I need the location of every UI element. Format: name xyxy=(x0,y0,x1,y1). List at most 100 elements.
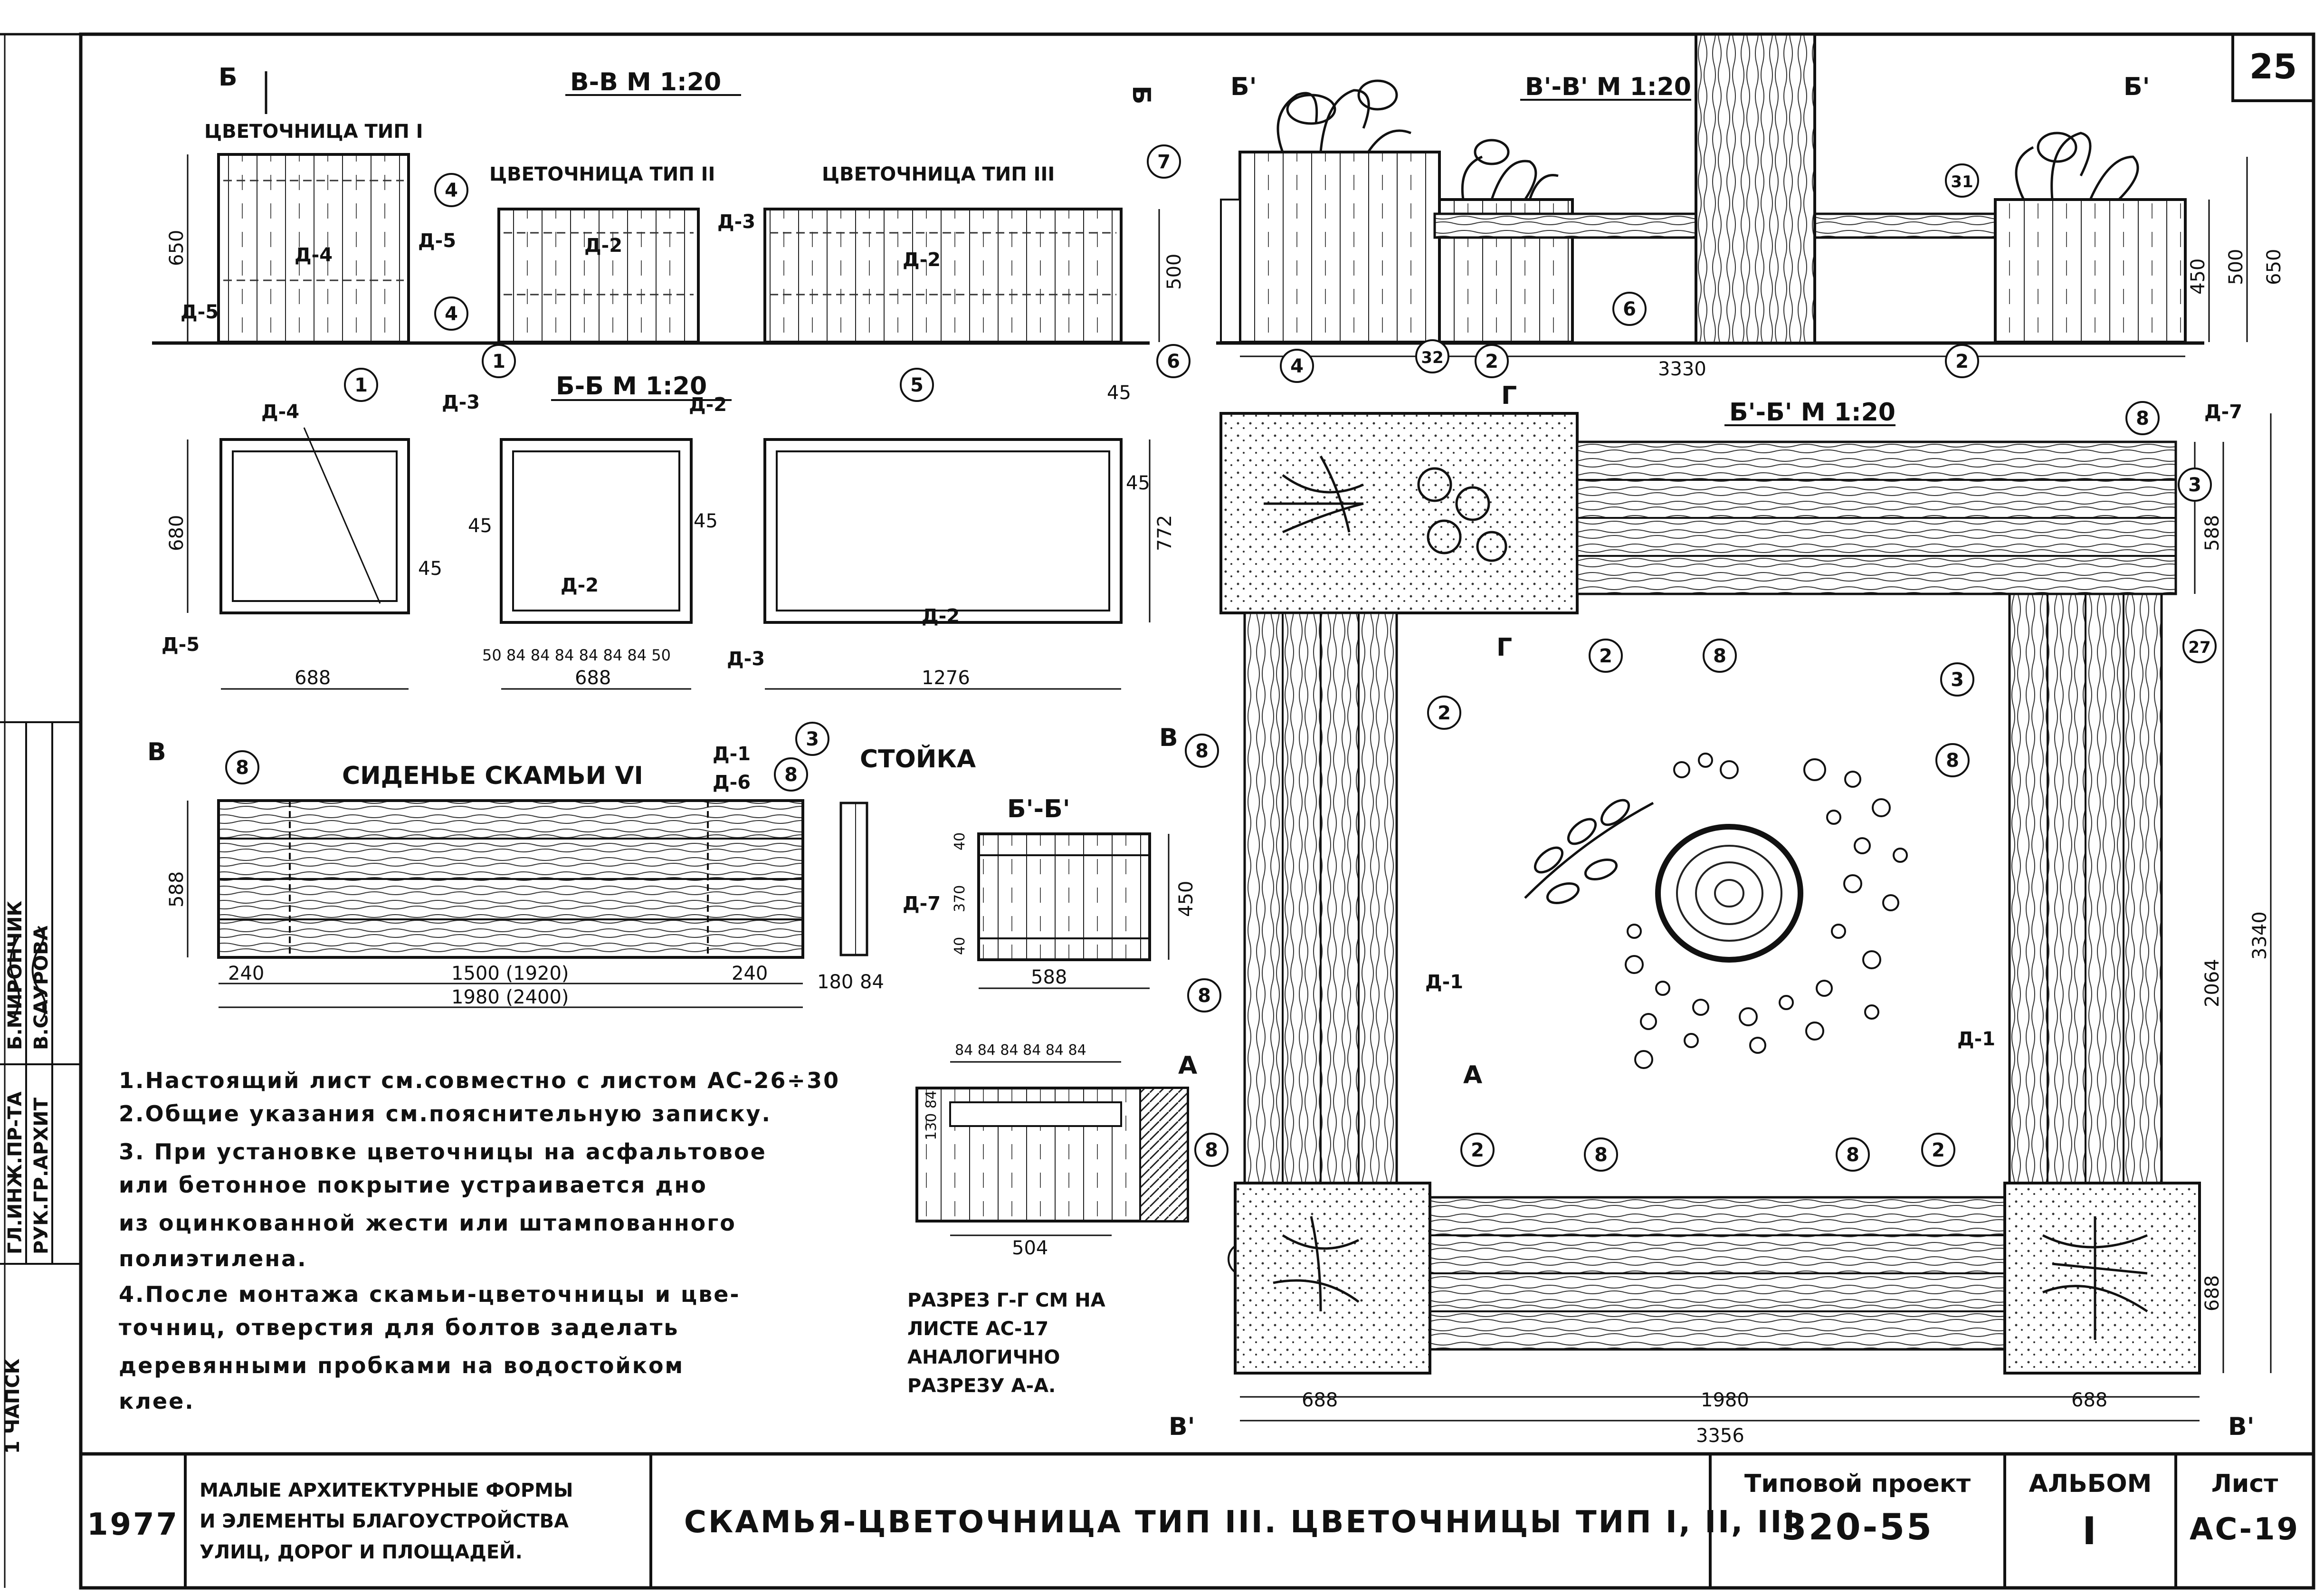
title-b1-b1: Б'-Б' М 1:20 xyxy=(1729,398,1895,427)
general-notes: 1.Настоящий лист см.совместно с листом А… xyxy=(119,1068,840,1414)
callout-5: 5 xyxy=(910,374,924,396)
dim-1980-plan: 1980 xyxy=(1701,1389,1749,1411)
side-stamp: ГЛ.ИНЖ.ПР-ТА РУК.ГР.АРХИТ Б.МИРОНЧИК В.С… xyxy=(0,34,82,1588)
callout-2-plan-c: 2 xyxy=(1471,1139,1484,1161)
section-mark-v1-right: В' xyxy=(2228,1413,2255,1441)
list-label: Лист xyxy=(2211,1470,2278,1498)
detail-d2-d: Д-2 xyxy=(561,574,599,596)
dim-588-plan: 588 xyxy=(2201,515,2223,551)
section-mark-v: В xyxy=(147,738,166,766)
callout-6-a: 6 xyxy=(1167,351,1180,372)
callout-8-post: 8 xyxy=(1198,985,1211,1007)
project-label: Типовой проект xyxy=(1744,1470,1971,1498)
callout-8-seat-a: 8 xyxy=(236,757,249,779)
org-line-3: УЛИЦ, ДОРОГ И ПЛОЩАДЕЙ. xyxy=(200,1540,523,1563)
gg-note-3: АНАЛОГИЧНО xyxy=(907,1347,1060,1368)
dim-45-a: 45 xyxy=(418,558,442,580)
title-v1-v1: В'-В' М 1:20 xyxy=(1525,73,1691,101)
note-4: или бетонное покрытие устраивается дно xyxy=(119,1172,707,1198)
detail-d5-c: Д-5 xyxy=(162,634,200,656)
detail-d2-e: Д-2 xyxy=(922,605,960,627)
dim-688-b: 688 xyxy=(575,667,611,689)
callout-8-plan-c: 8 xyxy=(1195,740,1209,762)
dim-84-post: 84 xyxy=(860,971,884,993)
dim-680: 680 xyxy=(166,515,188,551)
dim-588-seat: 588 xyxy=(166,871,188,907)
detail-d1-plan-a: Д-1 xyxy=(1425,971,1463,993)
dim-500-mid: 500 xyxy=(1163,254,1185,290)
dim-3340: 3340 xyxy=(2249,911,2271,960)
section-detail-small xyxy=(915,1061,1189,1236)
signature-2 xyxy=(31,926,47,1022)
dim-45-d: 45 xyxy=(1126,472,1150,494)
note-6: полиэтилена. xyxy=(119,1246,307,1271)
callout-7: 7 xyxy=(1157,151,1171,173)
detail-d1d6: Д-1 xyxy=(713,743,751,765)
dim-240-b: 240 xyxy=(732,963,768,984)
sections-b-b xyxy=(187,427,1151,690)
label-flower-type-1: ЦВЕТОЧНИЦА ТИП I xyxy=(204,121,423,143)
callout-8-plan-f: 8 xyxy=(1594,1144,1608,1166)
dim-688-plan-c: 688 xyxy=(2201,1275,2223,1311)
dim-240-a: 240 xyxy=(228,963,264,984)
callout-8-plan-b: 8 xyxy=(1713,645,1726,667)
section-mark-b-top-right: Б xyxy=(1127,86,1155,105)
callout-3-seat: 3 xyxy=(806,728,819,750)
post-section xyxy=(977,832,1170,989)
signature-1 xyxy=(10,935,20,1017)
section-mark-g-top: Г xyxy=(1501,382,1517,410)
callout-8-plan-d: 8 xyxy=(1946,750,1959,772)
org-line-2: И ЭЛЕМЕНТЫ БЛАГОУСТРОЙСТВА xyxy=(200,1509,569,1532)
detail-d4-b: Д-4 xyxy=(261,401,299,423)
dim-45-b: 45 xyxy=(468,515,492,537)
detail-d6: Д-6 xyxy=(713,772,751,793)
album-value: I xyxy=(2082,1509,2098,1553)
section-mark-a-left: А xyxy=(1178,1051,1197,1080)
dim-772: 772 xyxy=(1154,515,1176,551)
note-2: 2.Общие указания см.пояснительную записк… xyxy=(119,1101,771,1127)
detail-d2-c: Д-2 xyxy=(689,394,727,416)
detail-d2-b: Д-2 xyxy=(903,249,941,271)
title-b-b: Б-Б М 1:20 xyxy=(556,372,707,401)
dim-650-right: 650 xyxy=(2263,249,2285,285)
note-9: деревянными пробками на водостойком xyxy=(119,1353,684,1378)
dim-1276: 1276 xyxy=(922,667,970,689)
callout-31: 31 xyxy=(1951,172,1973,191)
detail-d3-a: Д-3 xyxy=(717,211,755,233)
section-mark-g-mid: Г xyxy=(1496,633,1512,662)
callout-6-b: 6 xyxy=(1623,298,1636,320)
dim-40-a: 40 xyxy=(952,832,968,850)
callout-1-a: 1 xyxy=(354,374,368,396)
dim-45-e: 45 xyxy=(1107,382,1131,404)
callout-27: 27 xyxy=(2188,638,2210,657)
list-value: АС-19 xyxy=(2190,1512,2300,1547)
detail-d2-a: Д-2 xyxy=(584,235,622,257)
detail-d3-c: Д-3 xyxy=(727,648,765,670)
dim-2064: 2064 xyxy=(2201,959,2223,1007)
sheet-title: СКАМЬЯ-ЦВЕТОЧНИЦА ТИП III. ЦВЕТОЧНИЦЫ ТИ… xyxy=(684,1505,1797,1540)
dim-370: 370 xyxy=(952,885,968,912)
callout-4-a: 4 xyxy=(445,180,458,201)
dim-688-a: 688 xyxy=(295,667,331,689)
dim-450-right: 450 xyxy=(2187,258,2209,295)
callout-2-plan-d: 2 xyxy=(1932,1139,1945,1161)
section-mark-b1-right: Б' xyxy=(2124,73,2150,101)
dim-1980: 1980 (2400) xyxy=(451,986,569,1008)
dim-504: 504 xyxy=(1012,1237,1048,1259)
dim-130-84: 130 84 xyxy=(923,1090,940,1140)
callout-8-plan-a: 8 xyxy=(2136,408,2149,430)
callouts-top-left xyxy=(344,144,1191,402)
detail-d1-plan-b: Д-1 xyxy=(1957,1028,1995,1050)
section-mark-a-right: А xyxy=(1463,1061,1482,1089)
stamp-name-1: Б.МИРОНЧИК xyxy=(4,900,26,1050)
title-v-v: В-В М 1:20 xyxy=(570,68,721,96)
dim-1500: 1500 (1920) xyxy=(451,963,569,984)
note-1: 1.Настоящий лист см.совместно с листом А… xyxy=(119,1068,840,1093)
title-block xyxy=(184,1454,2177,1588)
gg-note-4: РАЗРЕЗУ А-А. xyxy=(907,1375,1056,1397)
callout-4-c: 4 xyxy=(1290,355,1304,377)
note-7: 4.После монтажа скамьи-цветочницы и цве- xyxy=(119,1281,741,1307)
callout-32: 32 xyxy=(1421,348,1443,367)
callout-2-a: 2 xyxy=(1485,351,1498,372)
